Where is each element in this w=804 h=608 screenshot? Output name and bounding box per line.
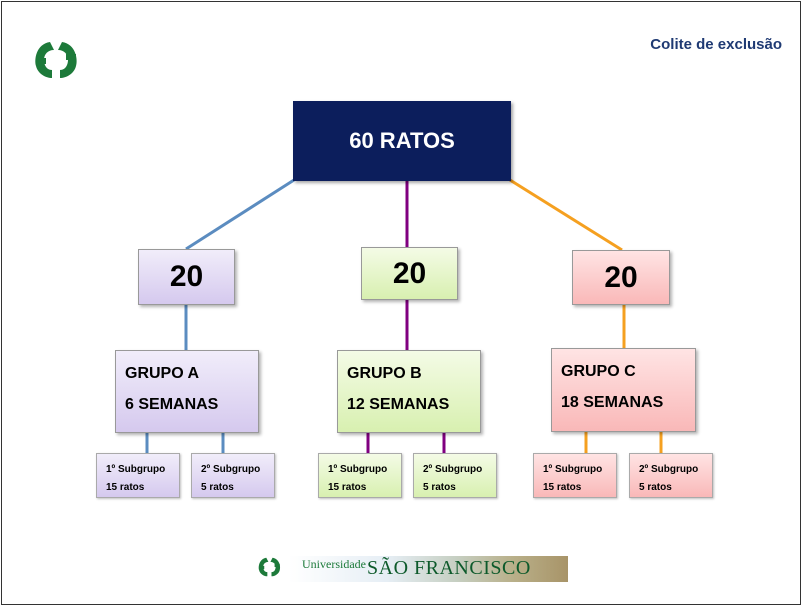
- group-duration: 18 SEMANAS: [561, 394, 664, 411]
- subgroup-count: 15 ratos: [543, 482, 582, 493]
- university-footer-logo: Universidade SÃO FRANCISCO: [257, 552, 568, 582]
- usf-logo-icon: [32, 40, 90, 85]
- subgroup-c2: 2º Subgrupo 5 ratos: [629, 453, 713, 498]
- line-root-c: [509, 178, 623, 252]
- root-node: 60 RATOS: [293, 101, 511, 181]
- subgroup-count: 5 ratos: [639, 482, 672, 493]
- count-box-b: 20: [361, 247, 458, 300]
- footer-university-label: Universidade: [302, 557, 366, 571]
- line-root-a: [185, 178, 295, 251]
- usf-logo-icon: [258, 557, 281, 577]
- subgroup-count: 15 ratos: [328, 482, 367, 493]
- subgroup-title: 2º Subgrupo: [423, 464, 483, 475]
- group-duration: 6 SEMANAS: [125, 396, 219, 413]
- group-duration: 12 SEMANAS: [347, 396, 450, 413]
- subgroup-a1: 1º Subgrupo 15 ratos: [96, 453, 180, 498]
- count-box-a: 20: [138, 249, 235, 305]
- group-node-a: GRUPO A 6 SEMANAS: [115, 350, 259, 433]
- subgroup-count: 5 ratos: [423, 482, 456, 493]
- subgroup-a2: 2º Subgrupo 5 ratos: [191, 453, 275, 498]
- group-node-c: GRUPO C 18 SEMANAS: [551, 348, 696, 432]
- slide-title: Colite de exclusão: [650, 36, 782, 53]
- subgroup-b1: 1º Subgrupo 15 ratos: [318, 453, 402, 498]
- subgroup-c1: 1º Subgrupo 15 ratos: [533, 453, 617, 498]
- subgroup-title: 1º Subgrupo: [328, 464, 388, 475]
- subgroup-count: 15 ratos: [106, 482, 145, 493]
- group-name: GRUPO A: [125, 365, 200, 382]
- subgroup-title: 2º Subgrupo: [201, 464, 261, 475]
- group-node-b: GRUPO B 12 SEMANAS: [337, 350, 481, 433]
- subgroup-count: 5 ratos: [201, 482, 234, 493]
- footer-photo-strip: [289, 556, 568, 582]
- count-box-c: 20: [572, 250, 670, 305]
- subgroup-title: 1º Subgrupo: [106, 464, 166, 475]
- subgroup-b2: 2º Subgrupo 5 ratos: [413, 453, 497, 498]
- subgroup-title: 2º Subgrupo: [639, 464, 699, 475]
- subgroup-title: 1º Subgrupo: [543, 464, 603, 475]
- footer-university-name: SÃO FRANCISCO: [367, 557, 531, 579]
- group-name: GRUPO B: [347, 365, 422, 382]
- group-name: GRUPO C: [561, 363, 636, 380]
